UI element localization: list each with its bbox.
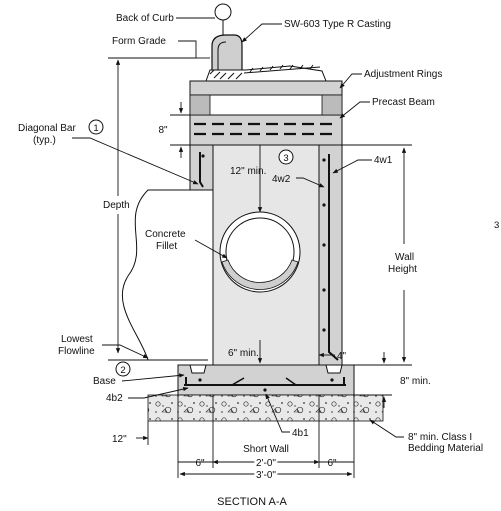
label-4b2: 4b2	[106, 393, 123, 404]
adjustment-ring-lower	[189, 94, 343, 116]
label-depth: Depth	[103, 200, 130, 211]
label-4b1: 4b1	[292, 428, 309, 439]
label-form-grade: Form Grade	[112, 36, 166, 47]
label-bedding-1: 8" min. Class I	[408, 432, 472, 443]
label-4in: 4"	[337, 351, 347, 362]
outlet-pipe	[219, 211, 301, 293]
base-keys	[189, 364, 343, 374]
label-2ft: 2'-0"	[256, 458, 276, 469]
label-base: Base	[93, 376, 116, 387]
wall-rebar	[199, 152, 339, 361]
beam-rebar	[194, 122, 338, 136]
label-diagonal-bar: Diagonal Bar	[18, 123, 76, 134]
label-bedding-2: Bedding Material	[408, 443, 483, 454]
label-diagonal-bar-typ: (typ.)	[33, 135, 56, 146]
label-12in: 12"	[112, 434, 127, 445]
label-lowest: Lowest	[61, 334, 93, 345]
back-of-curb-marker	[214, 3, 232, 21]
label-3ft: 3'-0"	[256, 470, 276, 481]
label-adjustment-rings: Adjustment Rings	[364, 69, 442, 80]
label-precast-beam: Precast Beam	[372, 97, 435, 108]
precast-beam	[189, 114, 343, 146]
label-flowline: Flowline	[58, 346, 95, 357]
ring-dark-right	[321, 94, 343, 116]
label-8in-min: 8" min.	[400, 376, 431, 387]
callout-1-text: 1	[93, 123, 98, 134]
label-back-of-curb: Back of Curb	[116, 13, 174, 24]
right-wall	[318, 144, 343, 366]
callout-3-text: 3	[283, 153, 288, 164]
callout-2: 2	[115, 361, 131, 377]
base-rebar	[184, 377, 346, 392]
label-6in-right: 6"	[327, 458, 337, 469]
ring-dark-left	[189, 94, 211, 116]
lateral-pipe	[122, 189, 208, 361]
label-fillet: Fillet	[156, 241, 177, 252]
label-6in-min: 6" min.	[228, 348, 259, 359]
label-4w1: 4w1	[374, 155, 393, 166]
label-4w2: 4w2	[272, 174, 291, 185]
label-short-wall: Short Wall	[243, 444, 289, 455]
adjustment-ring-upper	[189, 80, 343, 96]
label-casting: SW-603 Type R Casting	[284, 19, 391, 30]
callout-1: 1	[88, 119, 104, 135]
casting	[205, 34, 327, 82]
label-6in-left: 6"	[195, 458, 205, 469]
annotation-lines	[72, 17, 412, 478]
label-dim-8in: 8"	[158, 125, 168, 136]
callout-2-text: 2	[120, 365, 125, 376]
label-concrete: Concrete	[145, 229, 186, 240]
section-title: SECTION A-A	[217, 496, 287, 508]
label-height: Height	[388, 264, 417, 275]
bedding-material	[147, 394, 384, 422]
label-12in-min: 12" min.	[230, 166, 266, 177]
edge-mark: 3	[494, 220, 499, 231]
callout-3: 3	[278, 149, 294, 165]
label-wall: Wall	[395, 252, 414, 263]
